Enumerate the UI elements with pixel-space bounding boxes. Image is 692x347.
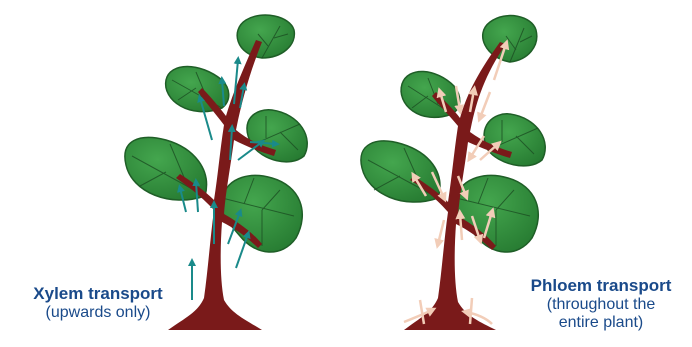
xylem-title: Xylem transport xyxy=(8,284,188,304)
phloem-subtitle-line1: (throughout the xyxy=(516,296,686,314)
leaf-mid-right xyxy=(247,110,307,162)
xylem-subtitle: (upwards only) xyxy=(8,304,188,322)
phloem-label: Phloem transport (throughout the entire … xyxy=(516,276,686,332)
xylem-plant xyxy=(125,15,307,330)
phloem-title: Phloem transport xyxy=(516,276,686,296)
leaf-big-right xyxy=(455,175,538,252)
leaf-top xyxy=(483,16,537,62)
leaf-upper-left xyxy=(166,67,229,112)
xylem-label: Xylem transport (upwards only) xyxy=(8,284,188,322)
leaf-mid-right xyxy=(484,114,545,166)
phloem-subtitle-line2: entire plant) xyxy=(516,314,686,332)
